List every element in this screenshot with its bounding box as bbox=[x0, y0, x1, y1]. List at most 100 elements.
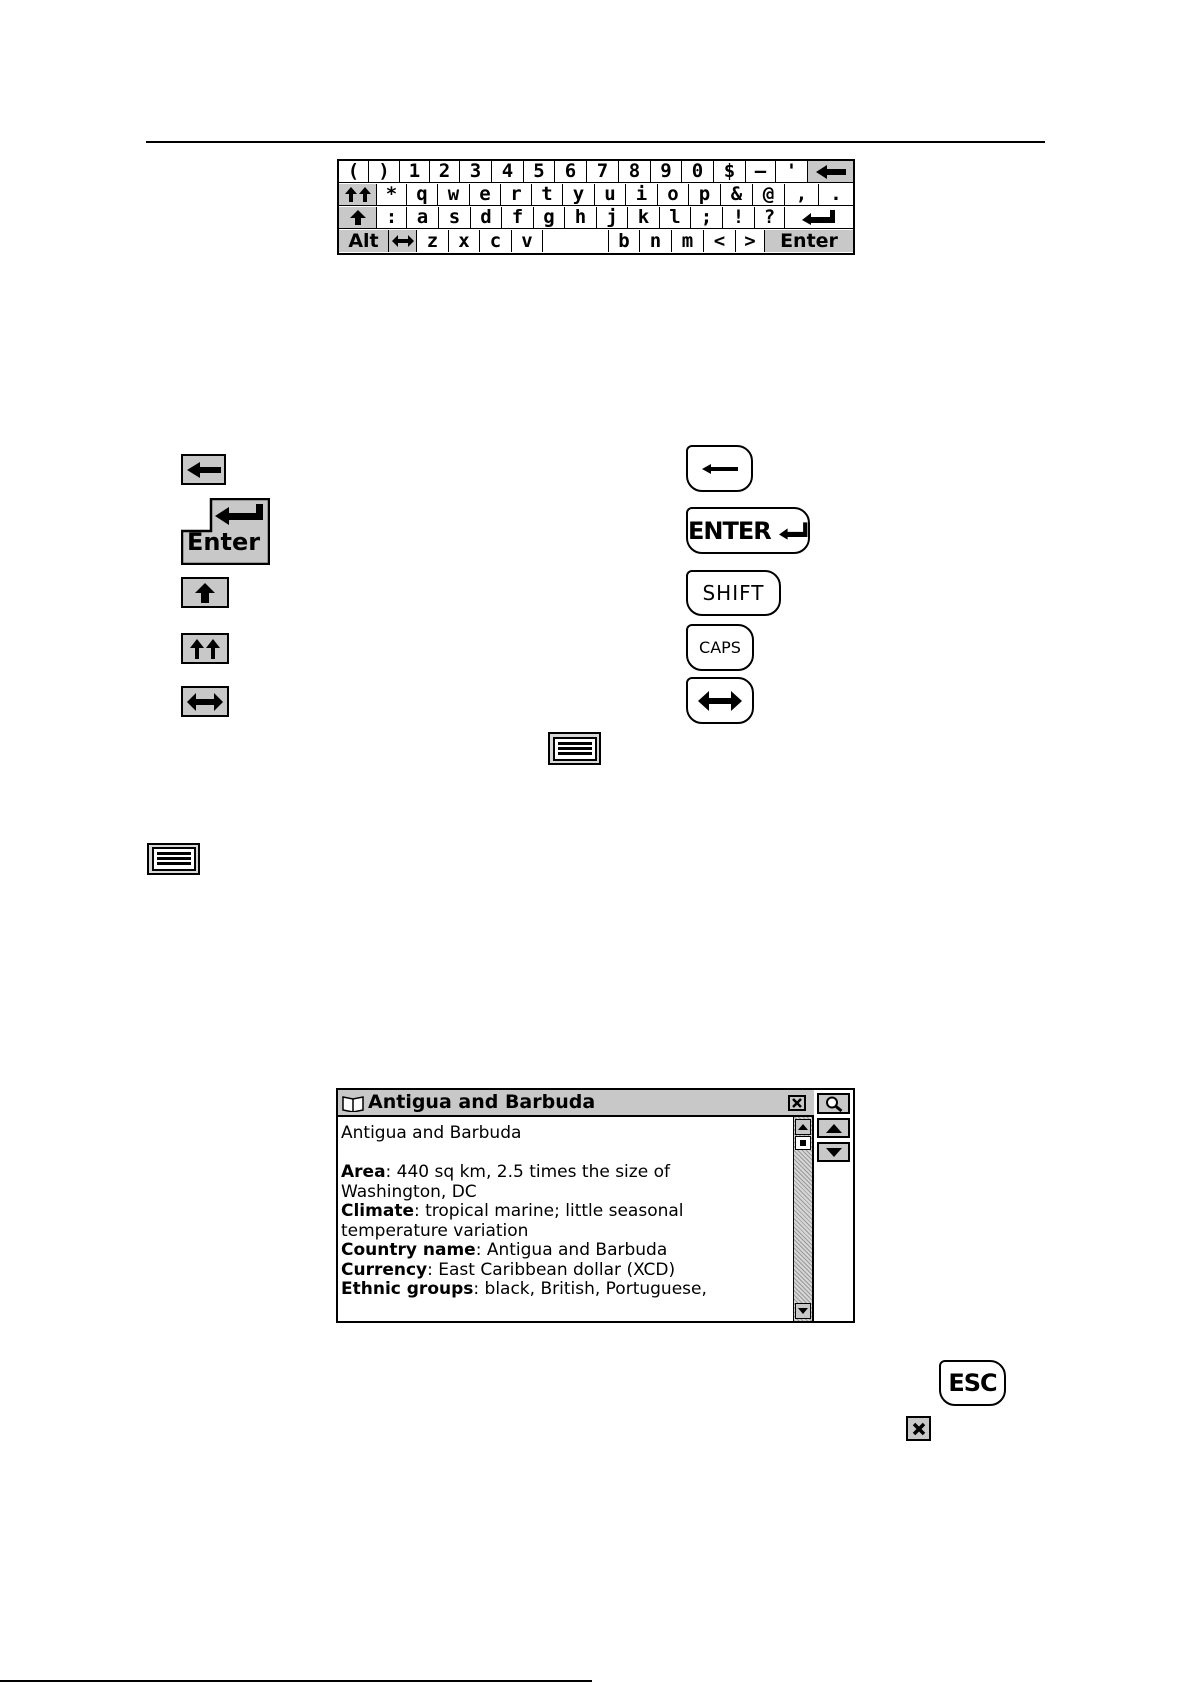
key[interactable]: ' bbox=[776, 161, 808, 183]
entry-line: Currency: East Caribbean dollar (XCD) bbox=[341, 1259, 781, 1281]
language-switch-icon bbox=[391, 235, 414, 247]
key[interactable]: b bbox=[609, 230, 640, 252]
key[interactable]: r bbox=[501, 184, 532, 206]
close-x-icon bbox=[792, 1098, 802, 1108]
key[interactable]: * bbox=[377, 184, 407, 206]
hw-enter-label: ENTER bbox=[688, 516, 772, 545]
scroll-thumb[interactable] bbox=[795, 1136, 811, 1150]
enter-icon-label: Enter bbox=[187, 528, 261, 556]
scroll-down-button[interactable] bbox=[795, 1303, 811, 1319]
key[interactable]: ; bbox=[691, 207, 723, 229]
scroll-up-button[interactable] bbox=[795, 1119, 811, 1135]
entry-text: Antigua and Barbuda Area: 440 sq km, 2.5… bbox=[341, 1123, 781, 1300]
entry-line: Country name: Antigua and Barbuda bbox=[341, 1240, 781, 1261]
key[interactable]: t bbox=[532, 184, 563, 206]
key[interactable]: g bbox=[534, 207, 565, 229]
alt-key[interactable]: Alt bbox=[339, 230, 389, 252]
key[interactable]: , bbox=[785, 184, 819, 206]
return-key[interactable] bbox=[785, 207, 853, 229]
key[interactable]: u bbox=[595, 184, 626, 206]
key[interactable]: i bbox=[626, 184, 658, 206]
key[interactable]: 9 bbox=[651, 161, 682, 183]
key[interactable]: 6 bbox=[555, 161, 587, 183]
key[interactable]: x bbox=[449, 230, 480, 252]
search-button[interactable] bbox=[817, 1093, 850, 1114]
hw-caps-key: CAPS bbox=[686, 624, 754, 671]
key[interactable]: ? bbox=[755, 207, 785, 229]
entry-heading: Antigua and Barbuda bbox=[341, 1123, 522, 1143]
up-triangle-icon bbox=[825, 1123, 842, 1133]
enter-return-icon bbox=[181, 498, 270, 565]
key[interactable]: 0 bbox=[682, 161, 714, 183]
key[interactable]: ( bbox=[339, 161, 369, 183]
page-down-button[interactable] bbox=[817, 1142, 850, 1162]
square-dot-icon bbox=[800, 1140, 806, 1146]
key[interactable]: v bbox=[512, 230, 543, 252]
key[interactable]: q bbox=[407, 184, 438, 206]
key[interactable]: s bbox=[439, 207, 471, 229]
key[interactable]: 1 bbox=[400, 161, 430, 183]
key[interactable]: f bbox=[502, 207, 534, 229]
key[interactable]: n bbox=[640, 230, 672, 252]
key[interactable]: 2 bbox=[430, 161, 460, 183]
key[interactable]: 4 bbox=[492, 161, 524, 183]
field-label: Climate bbox=[341, 1201, 414, 1221]
book-icon bbox=[342, 1096, 364, 1112]
caps-key[interactable] bbox=[339, 184, 377, 206]
vertical-scrollbar[interactable] bbox=[793, 1117, 814, 1321]
close-button-icon bbox=[906, 1416, 931, 1441]
backspace-key[interactable] bbox=[808, 161, 853, 183]
key[interactable]: h bbox=[565, 207, 597, 229]
key[interactable]: ! bbox=[723, 207, 755, 229]
keyboard-toggle-button bbox=[548, 732, 601, 765]
key[interactable]: c bbox=[480, 230, 512, 252]
enter-key[interactable]: Enter bbox=[765, 230, 853, 252]
key[interactable]: : bbox=[377, 207, 407, 229]
keyboard-toggle-button-small bbox=[147, 843, 200, 875]
hw-language-key bbox=[686, 677, 754, 724]
key[interactable]: z bbox=[417, 230, 449, 252]
key[interactable]: o bbox=[658, 184, 689, 206]
key[interactable]: l bbox=[660, 207, 691, 229]
key[interactable]: d bbox=[471, 207, 502, 229]
key[interactable]: k bbox=[628, 207, 660, 229]
key[interactable]: & bbox=[721, 184, 753, 206]
entry-line: Ethnic groups: black, British, Portugues… bbox=[341, 1279, 781, 1300]
space-key[interactable] bbox=[543, 230, 609, 252]
up-triangle-icon bbox=[798, 1124, 808, 1130]
page-up-button[interactable] bbox=[817, 1118, 850, 1138]
entry-line-cont: temperature variation bbox=[341, 1220, 529, 1241]
key[interactable]: w bbox=[438, 184, 470, 206]
shift-key[interactable] bbox=[339, 207, 377, 229]
backspace-arrow-icon bbox=[815, 164, 846, 179]
key[interactable]: 5 bbox=[524, 161, 555, 183]
key[interactable]: m bbox=[672, 230, 704, 252]
magnifier-icon bbox=[825, 1096, 842, 1112]
field-value: : East Caribbean dollar (XCD) bbox=[427, 1259, 676, 1280]
key[interactable]: . bbox=[819, 184, 853, 206]
key[interactable]: e bbox=[470, 184, 501, 206]
key[interactable]: > bbox=[736, 230, 765, 252]
key[interactable]: j bbox=[597, 207, 628, 229]
key[interactable]: p bbox=[689, 184, 721, 206]
dictionary-window: Antigua and Barbuda Antigua and Barbuda … bbox=[336, 1088, 855, 1323]
language-switch-icon bbox=[187, 692, 223, 711]
hw-esc-key: ESC bbox=[939, 1360, 1006, 1406]
keyboard-row-1: ( ) 1 2 3 4 5 6 7 8 9 0 $ – ' bbox=[339, 161, 853, 184]
hw-shift-label: SHIFT bbox=[702, 581, 765, 605]
key[interactable]: a bbox=[407, 207, 439, 229]
key[interactable]: 8 bbox=[619, 161, 651, 183]
language-key[interactable] bbox=[389, 230, 417, 252]
key[interactable]: 7 bbox=[587, 161, 619, 183]
key[interactable]: $ bbox=[714, 161, 746, 183]
window-close-button[interactable] bbox=[788, 1095, 806, 1111]
keyboard-icon bbox=[552, 736, 597, 761]
key[interactable]: – bbox=[746, 161, 776, 183]
key[interactable]: @ bbox=[753, 184, 785, 206]
key[interactable]: 3 bbox=[460, 161, 492, 183]
key[interactable]: < bbox=[704, 230, 736, 252]
key[interactable]: ) bbox=[369, 161, 400, 183]
down-triangle-icon bbox=[825, 1147, 842, 1157]
key[interactable]: y bbox=[563, 184, 595, 206]
entry-line: Climate: tropical marine; little seasona… bbox=[341, 1201, 781, 1222]
